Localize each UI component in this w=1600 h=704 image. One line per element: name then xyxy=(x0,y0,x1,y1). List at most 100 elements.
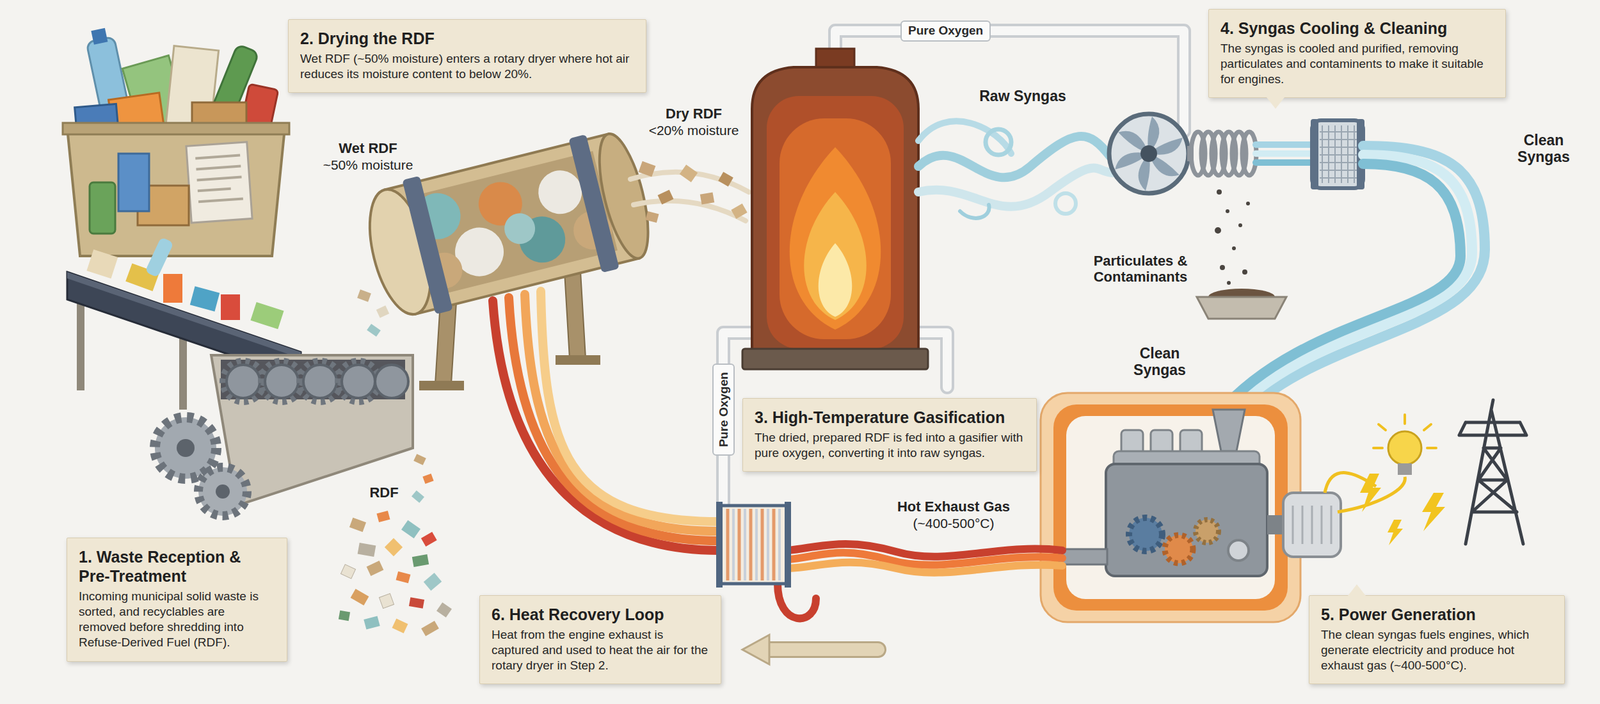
hot-air-ribbons xyxy=(492,291,720,551)
shredder xyxy=(261,360,303,402)
raw-syngas-swirls xyxy=(918,120,1114,218)
gasifier xyxy=(818,243,853,317)
rdf-pile xyxy=(421,531,438,547)
rotary-dryer xyxy=(401,176,453,315)
syngas-filter xyxy=(1310,119,1319,190)
rdf-pile xyxy=(357,542,377,557)
heat-exchanger xyxy=(716,501,723,588)
rdf-pile xyxy=(436,602,452,617)
particulates xyxy=(1238,223,1243,228)
heat-exchanger xyxy=(777,583,816,619)
waste-bin xyxy=(118,153,150,212)
engine xyxy=(1267,515,1284,535)
particulates xyxy=(1232,246,1236,251)
step-description: The clean syngas fuels engines, which ge… xyxy=(1320,627,1553,674)
engine xyxy=(1128,517,1163,552)
step-description: Heat from the engine exhaust is captured… xyxy=(491,627,710,674)
particulates xyxy=(1246,201,1250,206)
shredder xyxy=(198,467,248,516)
cooling-coil xyxy=(1191,131,1257,176)
rdf-pile xyxy=(392,618,409,634)
engine xyxy=(1053,404,1288,611)
engine xyxy=(1195,519,1219,543)
syngas-filter xyxy=(1312,120,1364,189)
pipe-text: Pure Oxygen xyxy=(716,371,731,447)
transmission-tower xyxy=(1459,400,1527,544)
particulates xyxy=(1219,264,1225,271)
raw-syngas-swirls xyxy=(1055,193,1076,214)
return-arrow xyxy=(766,643,879,656)
heat-exchanger xyxy=(720,505,788,584)
particulates xyxy=(1242,269,1248,275)
electricity-output xyxy=(1360,473,1382,512)
rotary-dryer xyxy=(376,305,390,318)
dry-rdf-pieces xyxy=(730,203,747,219)
heat-exchanger xyxy=(784,501,792,588)
dry-rdf-pieces xyxy=(718,172,734,187)
step-description: Wet RDF (~50% moisture) enters a rotary … xyxy=(300,51,635,82)
shredder xyxy=(154,355,434,516)
waste-bin xyxy=(186,142,253,223)
dry-rdf-pieces xyxy=(638,161,656,177)
shredder xyxy=(226,364,260,399)
particulates xyxy=(1226,280,1231,285)
cyclone-fan xyxy=(1140,145,1158,162)
shredder xyxy=(176,439,195,457)
step-heading: 4. Syngas Cooling & Cleaning xyxy=(1220,18,1494,38)
conveyor-belt xyxy=(67,236,301,410)
hot-exhaust-ribbons xyxy=(788,544,1063,573)
waste-bin xyxy=(62,28,290,256)
engine xyxy=(1164,535,1193,564)
generator xyxy=(1292,505,1332,544)
electricity-output xyxy=(1388,431,1422,465)
step-heading: 5. Power Generation xyxy=(1320,604,1553,624)
electricity-output xyxy=(1324,414,1446,546)
conveyor-belt xyxy=(144,236,174,278)
gasifier xyxy=(766,96,904,349)
rotary-dryer xyxy=(501,209,539,248)
shredder xyxy=(299,360,341,402)
particulates xyxy=(1225,209,1230,214)
step-description: Incoming municipal solid waste is sorted… xyxy=(78,588,276,651)
rdf-pile xyxy=(408,597,425,609)
dry-rdf-pieces xyxy=(679,164,698,182)
dry-rdf-pieces xyxy=(630,161,749,223)
waste-bin xyxy=(90,28,108,45)
rdf-pile xyxy=(421,620,440,637)
rdf-pile xyxy=(338,510,452,637)
raw-syngas-swirls xyxy=(918,120,1012,154)
transmission-tower xyxy=(1459,400,1527,544)
gasifier xyxy=(742,348,928,370)
rdf-pile xyxy=(340,564,356,579)
step-description: The dried, prepared RDF is fed into a ga… xyxy=(754,430,1025,461)
shredder xyxy=(411,490,425,503)
pipe-label: Pure Oxygen xyxy=(712,363,735,456)
rdf-pile xyxy=(363,615,380,630)
engine xyxy=(1059,549,1108,565)
shredder xyxy=(215,484,230,499)
flow-label: Dry RDF xyxy=(661,104,726,123)
shredder xyxy=(303,364,337,399)
syngas-filter xyxy=(1319,125,1357,184)
flow-label: <20% moisture xyxy=(645,122,744,139)
step-callout: 1. Waste Reception & Pre-TreatmentIncomi… xyxy=(66,537,288,662)
shredder xyxy=(337,360,379,402)
gasifier xyxy=(742,48,928,370)
cyclone-fan xyxy=(1109,113,1194,194)
flow-label: Hot Exhaust Gas xyxy=(893,497,1014,516)
rotary-dryer xyxy=(366,323,381,337)
shredder xyxy=(222,360,264,402)
conveyor-belt xyxy=(163,273,183,303)
flow-label: Clean Syngas xyxy=(1507,131,1580,167)
gasifier xyxy=(789,147,882,330)
pipe-label: Pure Oxygen xyxy=(900,20,991,42)
engine xyxy=(1040,392,1301,623)
step-heading: 3. High-Temperature Gasification xyxy=(754,407,1025,427)
conveyor-belt xyxy=(76,291,85,391)
heat-exchanger xyxy=(733,508,780,581)
rotary-dryer xyxy=(568,134,619,273)
rdf-pile xyxy=(378,593,394,608)
electricity-output xyxy=(1397,463,1412,475)
rdf-pile xyxy=(349,517,367,533)
